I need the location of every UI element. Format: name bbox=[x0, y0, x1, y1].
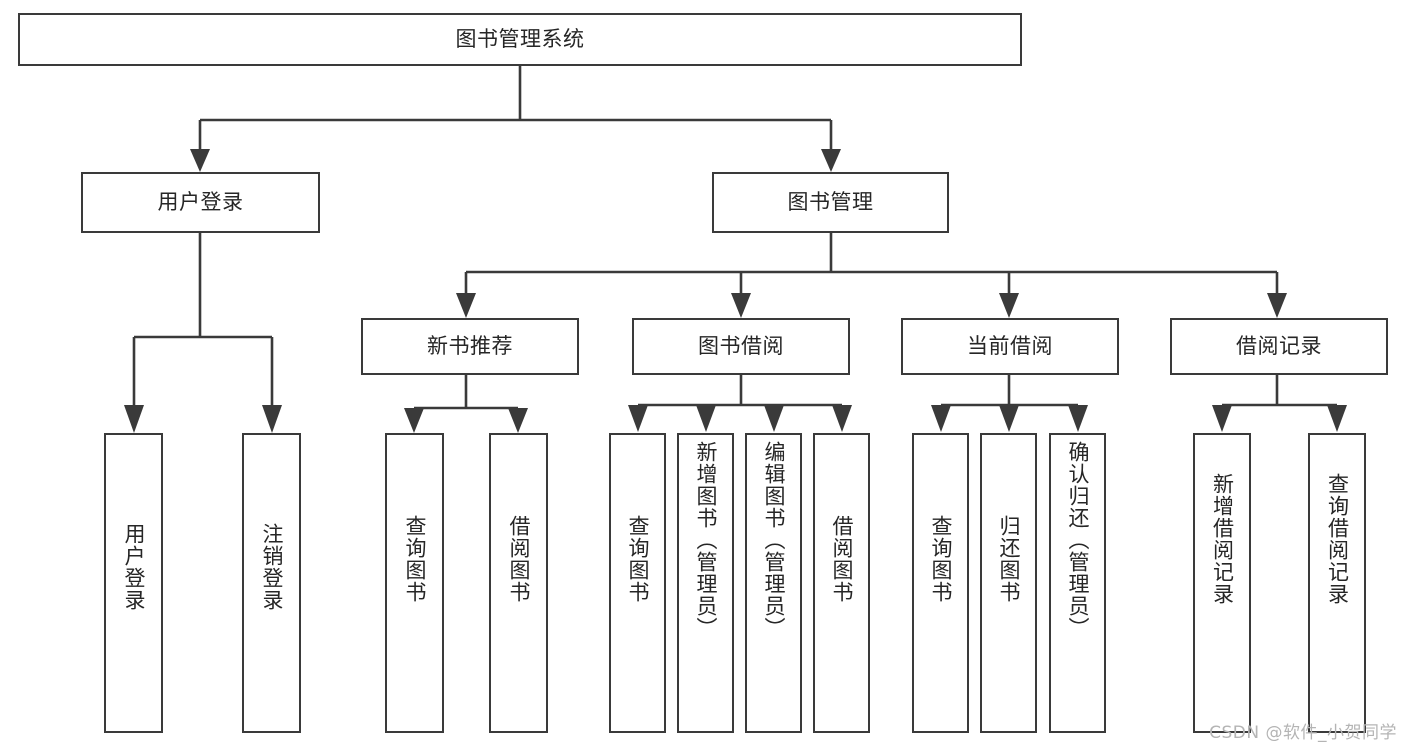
node-book-management[interactable]: 图书管理 bbox=[712, 172, 949, 233]
leaf-borrow-book-borrow[interactable]: 借阅图书 bbox=[813, 433, 870, 733]
node-label: 图书借阅 bbox=[698, 333, 784, 358]
node-label: 查询图书 bbox=[402, 515, 427, 603]
node-label: 归还图书 bbox=[996, 515, 1021, 603]
node-label: 借阅图书 bbox=[829, 515, 854, 603]
node-borrow-record[interactable]: 借阅记录 bbox=[1170, 318, 1388, 375]
leaf-query-book-current[interactable]: 查询图书 bbox=[912, 433, 969, 733]
node-label: 图书管理系统 bbox=[455, 26, 585, 51]
node-new-book-recommend[interactable]: 新书推荐 bbox=[361, 318, 579, 375]
leaf-query-book-recommend[interactable]: 查询图书 bbox=[385, 433, 444, 733]
leaf-user-login[interactable]: 用户登录 bbox=[104, 433, 163, 733]
node-label: 注销登录 bbox=[259, 523, 284, 611]
node-label: 查询借阅记录 bbox=[1325, 473, 1350, 605]
node-label: 新书推荐 bbox=[427, 333, 513, 358]
node-book-borrow[interactable]: 图书借阅 bbox=[632, 318, 850, 375]
leaf-logout-login[interactable]: 注销登录 bbox=[242, 433, 301, 733]
node-label: 图书管理 bbox=[787, 189, 874, 214]
csdn-watermark: CSDN @软件_小贺同学 bbox=[1209, 723, 1397, 743]
leaf-add-borrow-record[interactable]: 新增借阅记录 bbox=[1193, 433, 1251, 733]
leaf-borrow-book-recommend[interactable]: 借阅图书 bbox=[489, 433, 548, 733]
node-label: 新增图书（管理员） bbox=[693, 441, 718, 639]
leaf-query-borrow-record[interactable]: 查询借阅记录 bbox=[1308, 433, 1366, 733]
node-label: 当前借阅 bbox=[967, 333, 1053, 358]
node-label: 查询图书 bbox=[625, 515, 650, 603]
node-book-management-system[interactable]: 图书管理系统 bbox=[18, 13, 1022, 66]
node-label: 借阅记录 bbox=[1236, 333, 1322, 358]
node-label: 编辑图书（管理员） bbox=[761, 441, 786, 639]
node-label: 查询图书 bbox=[928, 515, 953, 603]
node-label: 用户登录 bbox=[121, 523, 146, 611]
leaf-query-book-borrow[interactable]: 查询图书 bbox=[609, 433, 666, 733]
leaf-add-book[interactable]: 新增图书（管理员） bbox=[677, 433, 734, 733]
node-label: 借阅图书 bbox=[506, 515, 531, 603]
node-current-borrow[interactable]: 当前借阅 bbox=[901, 318, 1119, 375]
leaf-edit-book[interactable]: 编辑图书（管理员） bbox=[745, 433, 802, 733]
node-user-login[interactable]: 用户登录 bbox=[81, 172, 320, 233]
node-label: 用户登录 bbox=[157, 189, 244, 214]
leaf-confirm-return[interactable]: 确认归还（管理员） bbox=[1049, 433, 1106, 733]
node-label: 新增借阅记录 bbox=[1210, 473, 1235, 605]
leaf-return-book[interactable]: 归还图书 bbox=[980, 433, 1037, 733]
node-label: 确认归还（管理员） bbox=[1065, 441, 1090, 639]
